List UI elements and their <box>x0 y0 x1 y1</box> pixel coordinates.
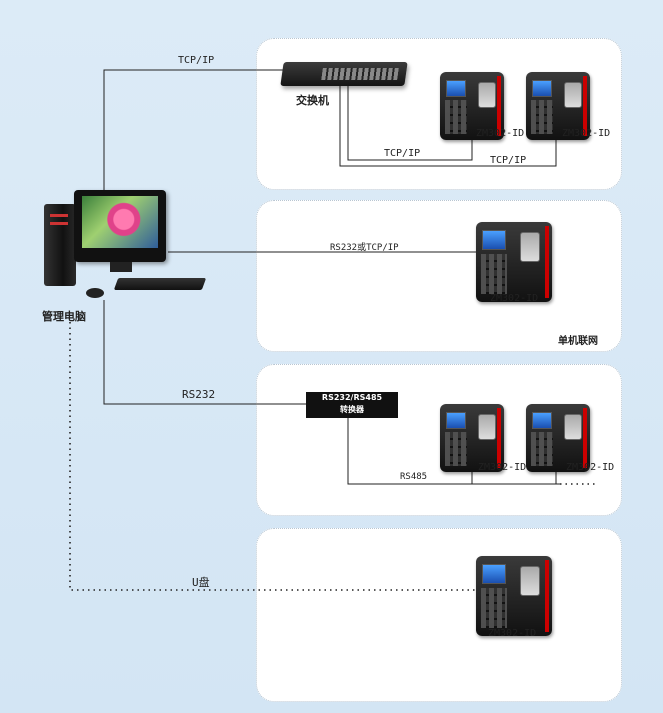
device-label-3: ZM302-ID <box>490 293 539 304</box>
panel-usb-transfer <box>256 528 622 702</box>
pc-tower <box>44 204 76 286</box>
line-switch-to-device-2 <box>339 86 557 167</box>
line-pc-to-converter <box>103 300 306 405</box>
link-label-usb: U盘 <box>192 576 210 589</box>
device-label-4: ZM302-ID <box>478 462 527 473</box>
link-label-inner-tcpip-2: TCP/IP <box>490 155 527 166</box>
rs232-rs485-converter: RS232/RS485 转换器 <box>306 392 398 418</box>
attendance-device-5 <box>526 404 590 472</box>
line-rs485-bus <box>347 418 560 485</box>
device-label-5: ZM302-ID <box>566 462 615 473</box>
device-label-2: ZM302-ID <box>562 128 611 139</box>
attendance-device-2 <box>526 72 590 140</box>
attendance-device-6 <box>476 556 552 636</box>
device-label-1: ZM302-ID <box>476 128 525 139</box>
pc-keyboard <box>113 278 207 290</box>
management-computer <box>44 190 214 310</box>
link-label-top-tcpip: TCP/IP <box>178 55 215 66</box>
line-pc-to-switch <box>103 69 284 192</box>
pc-mouse <box>86 288 104 298</box>
link-label-rs232: RS232 <box>182 388 216 401</box>
standalone-label: 单机联网 <box>558 336 598 347</box>
pc-monitor <box>74 190 166 262</box>
converter-model-label: RS232/RS485 <box>321 393 383 402</box>
link-label-inner-tcpip-1: TCP/IP <box>384 148 421 159</box>
switch-label: 交换机 <box>296 94 329 107</box>
device-label-6: ZM302-ID <box>488 628 537 639</box>
pc-label: 管理电脑 <box>42 310 86 323</box>
attendance-device-1 <box>440 72 504 140</box>
network-switch <box>280 62 408 86</box>
link-label-rs485: RS485 <box>400 472 428 482</box>
panel-standalone <box>256 200 622 352</box>
link-label-single: RS232或TCP/IP <box>330 243 399 253</box>
converter-type-label: 转换器 <box>340 405 364 414</box>
attendance-device-3 <box>476 222 552 302</box>
attendance-device-4 <box>440 404 504 472</box>
line-usb-transfer <box>69 322 484 591</box>
